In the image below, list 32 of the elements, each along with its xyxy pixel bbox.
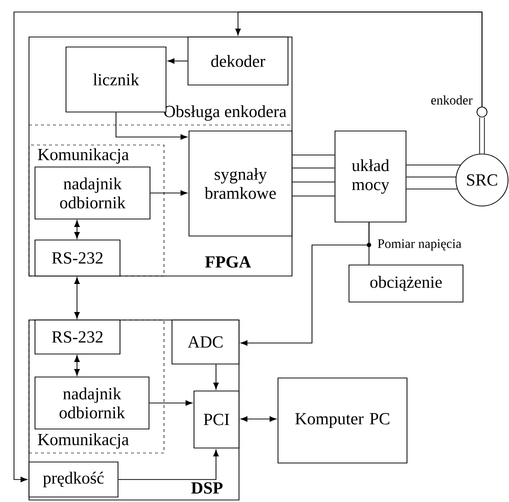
process-box: ADC	[172, 320, 240, 364]
beside-label: enkoder	[431, 95, 472, 105]
connector	[150, 190, 188, 196]
process-box: obciążenie	[348, 264, 464, 302]
connector	[118, 450, 219, 480]
encoder-section: Obsługa enkodera	[164, 105, 286, 121]
connector	[74, 355, 80, 376]
connector	[149, 400, 192, 406]
process-box: nadajnik odbiornik	[34, 166, 150, 220]
process-box: licznik	[66, 46, 166, 112]
encoder-circle	[476, 106, 488, 118]
process-box: dekoder	[188, 36, 288, 86]
process-box: RS-232	[34, 320, 120, 354]
process-box: PCI	[194, 390, 240, 448]
edge-label: Pomiar napięcia	[378, 239, 462, 251]
connector	[74, 277, 80, 319]
connector	[479, 117, 485, 154]
process-box: prędkość	[28, 462, 118, 498]
connector	[406, 164, 462, 190]
connector	[116, 112, 188, 140]
connector	[240, 416, 276, 422]
connector	[213, 364, 219, 390]
connector	[292, 154, 335, 196]
connector	[240, 222, 372, 346]
process-box: Komputer PC	[278, 378, 408, 464]
process-box: RS-232	[34, 240, 120, 276]
connector	[74, 220, 80, 239]
connector	[168, 58, 188, 64]
process-box: sygnały bramkowe	[188, 130, 292, 236]
connector	[14, 12, 482, 482]
process-box: nadajnik odbiornik	[34, 376, 150, 430]
process-box: układ mocy	[334, 130, 406, 222]
